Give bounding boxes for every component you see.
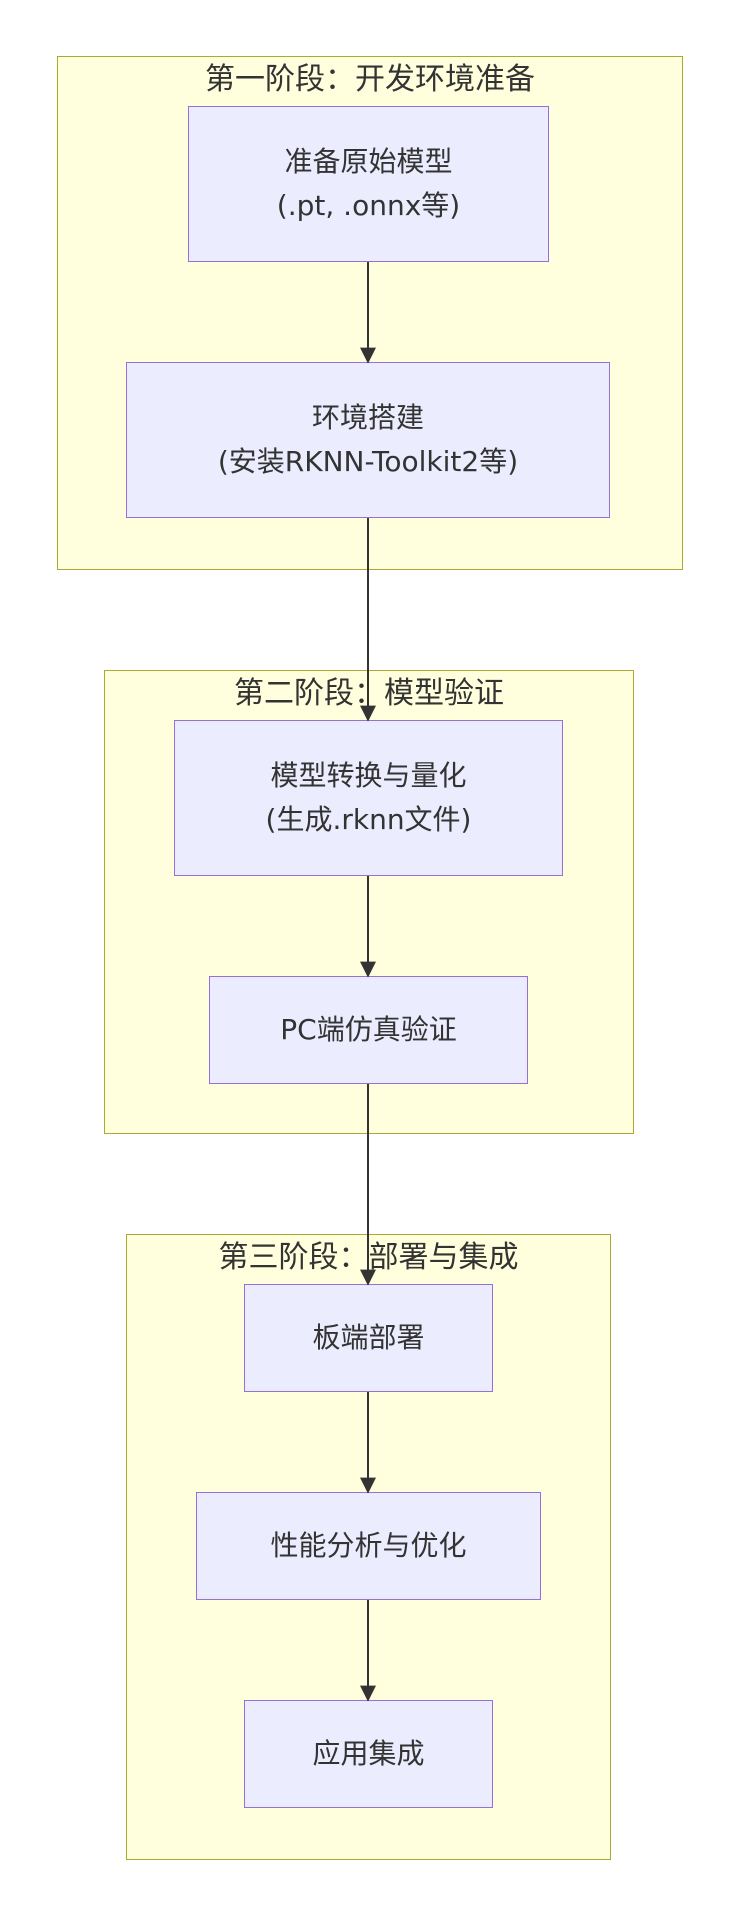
node-sublabel: (安装RKNN-Toolkit2等): [217, 445, 519, 478]
cluster-title-stage2: 第二阶段：模型验证: [234, 676, 504, 711]
node-sublabel: (生成.rknn文件): [265, 803, 472, 836]
node-pc-simulation: PC端仿真验证: [209, 976, 528, 1084]
node-label: 性能分析与优化: [270, 1529, 467, 1562]
node-label: 模型转换与量化: [270, 759, 467, 792]
node-label: 应用集成: [312, 1737, 425, 1770]
node-label: PC端仿真验证: [280, 1013, 457, 1046]
cluster-title-stage3: 第三阶段：部署与集成: [218, 1240, 519, 1275]
node-performance-analysis: 性能分析与优化: [196, 1492, 541, 1600]
node-convert-quantize: 模型转换与量化 (生成.rknn文件): [174, 720, 563, 876]
node-board-deploy: 板端部署: [244, 1284, 493, 1392]
node-prepare-model: 准备原始模型 (.pt, .onnx等): [188, 106, 549, 262]
node-label: 准备原始模型: [284, 145, 453, 178]
node-app-integration: 应用集成: [244, 1700, 493, 1808]
node-env-setup: 环境搭建 (安装RKNN-Toolkit2等): [126, 362, 610, 518]
node-sublabel: (.pt, .onnx等): [276, 189, 461, 222]
node-label: 环境搭建: [311, 401, 424, 434]
node-label: 板端部署: [312, 1321, 425, 1354]
cluster-title-stage1: 第一阶段：开发环境准备: [205, 62, 535, 97]
